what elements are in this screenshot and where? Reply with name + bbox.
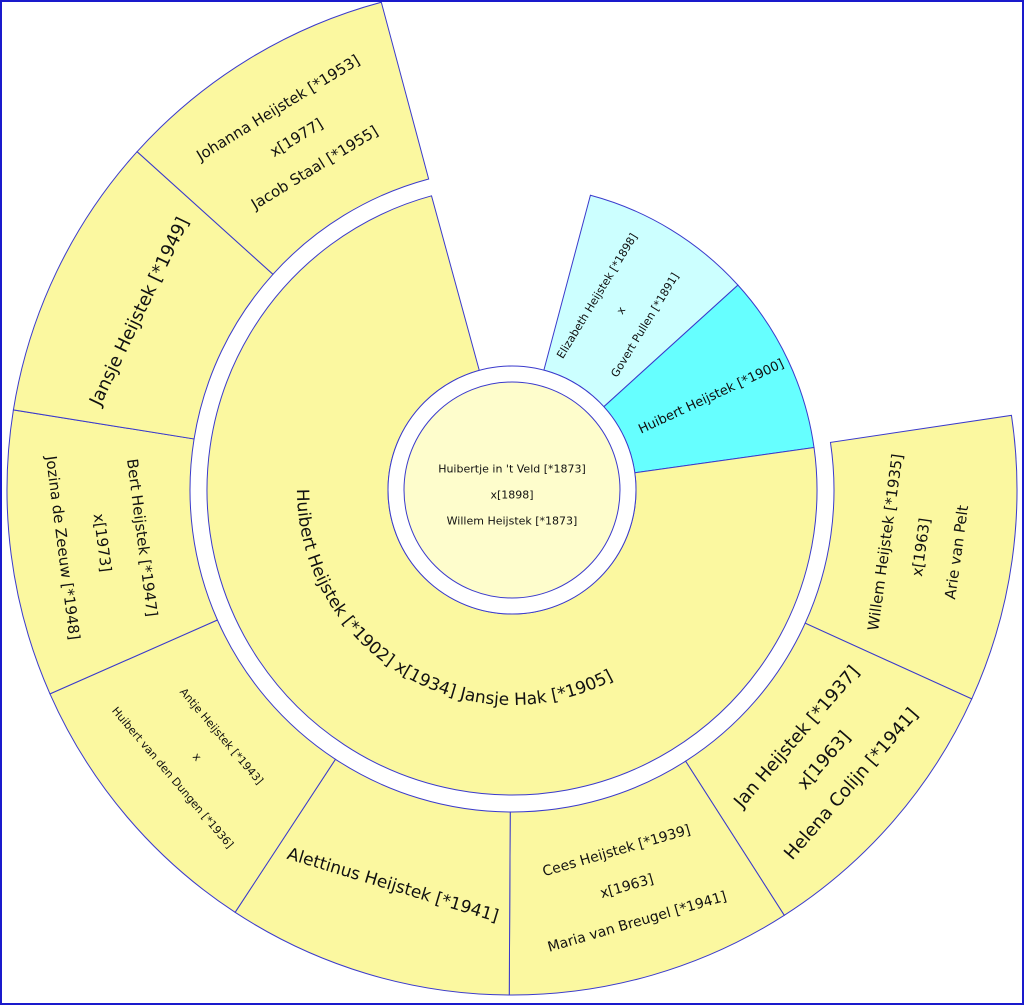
center-circle[interactable] (403, 381, 621, 599)
root-person-line: Willem Heijstek [*1873] (447, 515, 578, 528)
root-person-line: Huibertje in 't Veld [*1873] (438, 463, 586, 476)
root-person-line: x[1898] (490, 489, 533, 502)
outer-sector[interactable] (136, 2, 430, 275)
center-label: Huibertje in 't Veld [*1873] x[1898] Wille… (438, 463, 586, 528)
